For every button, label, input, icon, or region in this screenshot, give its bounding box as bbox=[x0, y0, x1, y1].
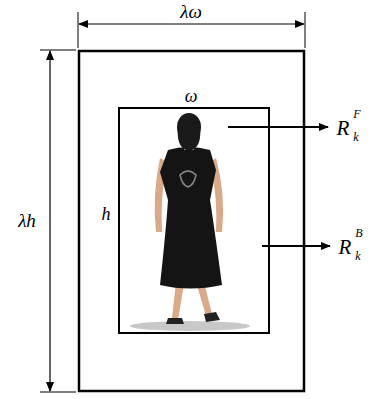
region-superscript: B bbox=[355, 227, 362, 239]
background-region bbox=[79, 51, 304, 391]
dimension-label: h bbox=[102, 205, 111, 223]
dimension-label: λω bbox=[180, 2, 202, 21]
region-symbol: R bbox=[337, 118, 350, 139]
extension-line bbox=[78, 12, 79, 48]
leader-arrow bbox=[262, 245, 330, 247]
dimension-line bbox=[49, 51, 50, 391]
region-subscript: k bbox=[353, 131, 358, 143]
person-illustration bbox=[130, 113, 250, 331]
dimension-label: λh bbox=[18, 211, 36, 230]
extension-line bbox=[40, 392, 76, 393]
leader-arrow bbox=[228, 126, 328, 128]
dimension-label: ω bbox=[185, 87, 198, 105]
foreground-region bbox=[119, 108, 269, 333]
region-symbol: R bbox=[339, 237, 352, 258]
extension-line bbox=[40, 50, 76, 51]
dimension-line bbox=[79, 23, 304, 24]
region-superscript: F bbox=[353, 108, 360, 120]
extension-line bbox=[305, 12, 306, 48]
region-subscript: k bbox=[355, 250, 360, 262]
